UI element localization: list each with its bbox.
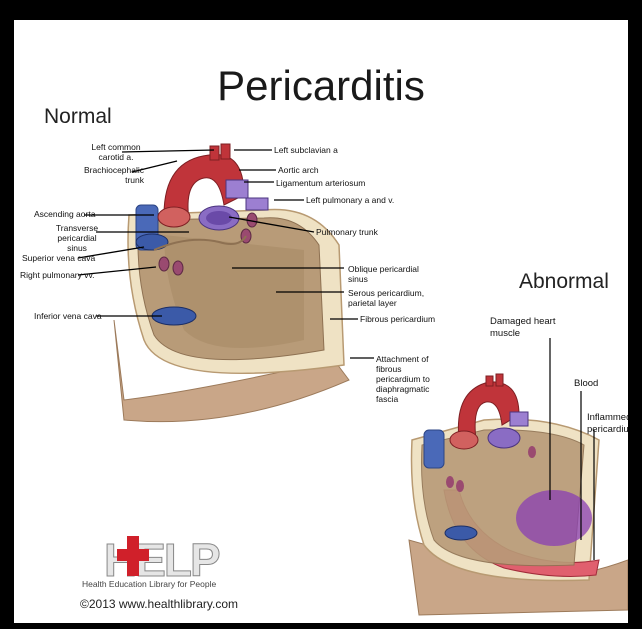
copyright-text: ©2013 www.healthlibrary.com [80,597,238,611]
diagram-canvas: Pericarditis Normal Abnormal Left common… [14,20,628,623]
help-logo: HELP [14,20,628,623]
help-cross-horizontal [117,549,149,561]
help-tagline: Health Education Library for People [82,579,216,589]
